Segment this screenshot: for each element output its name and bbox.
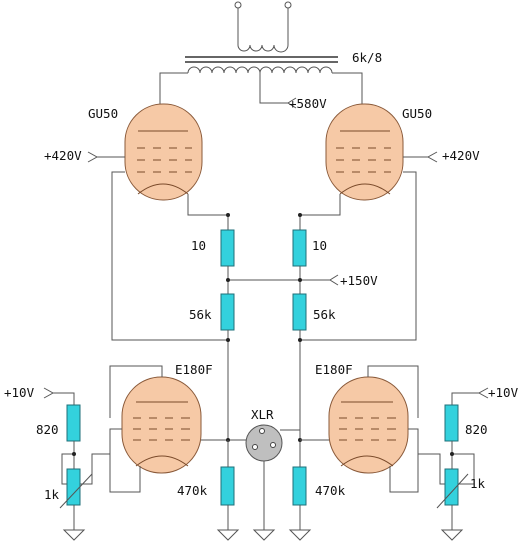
tube-left-bottom-label: E180F	[175, 362, 213, 377]
r-bias-left-label: 820	[36, 422, 59, 437]
bias-right-label: +10V	[488, 385, 519, 400]
output-transformer	[185, 1, 338, 74]
r-grid-right-label: 470k	[315, 483, 346, 498]
resistor-470k-right	[292, 466, 307, 506]
b-plus-150-label: +150V	[340, 273, 378, 288]
xlr-connector	[245, 424, 283, 462]
r-cath-left-label: 10	[191, 238, 206, 253]
tube-right-bottom-label: E180F	[315, 362, 353, 377]
r-mid-right-label: 56k	[313, 307, 336, 322]
resistor-820-right	[444, 404, 459, 442]
b-plus-580-label: +580V	[289, 96, 327, 111]
resistor-10-right	[292, 229, 307, 267]
tube-gu50-left	[124, 103, 203, 201]
tube-e180f-right	[328, 376, 409, 474]
tube-right-top-label: GU50	[402, 106, 432, 121]
resistor-56k-left	[220, 293, 235, 331]
screen-right-label: +420V	[442, 148, 480, 163]
r-grid-left-label: 470k	[177, 483, 208, 498]
resistor-56k-right	[292, 293, 307, 331]
tube-left-top-label: GU50	[88, 106, 118, 121]
bias-left-label: +10V	[4, 385, 35, 400]
resistor-10-left	[220, 229, 235, 267]
r-mid-left-label: 56k	[189, 307, 212, 322]
pot-1k-left	[66, 468, 81, 506]
tube-gu50-right	[325, 103, 404, 201]
pot-left-label: 1k	[44, 487, 60, 502]
xlr-label: XLR	[251, 407, 274, 422]
resistor-820-left	[66, 404, 81, 442]
screen-left-label: +420V	[44, 148, 82, 163]
r-bias-right-label: 820	[465, 422, 488, 437]
resistor-470k-left	[220, 466, 235, 506]
transformer-label: 6k/8	[352, 50, 382, 65]
pot-right-label: 1k	[470, 476, 486, 491]
tube-e180f-left	[121, 376, 202, 474]
r-cath-right-label: 10	[312, 238, 327, 253]
